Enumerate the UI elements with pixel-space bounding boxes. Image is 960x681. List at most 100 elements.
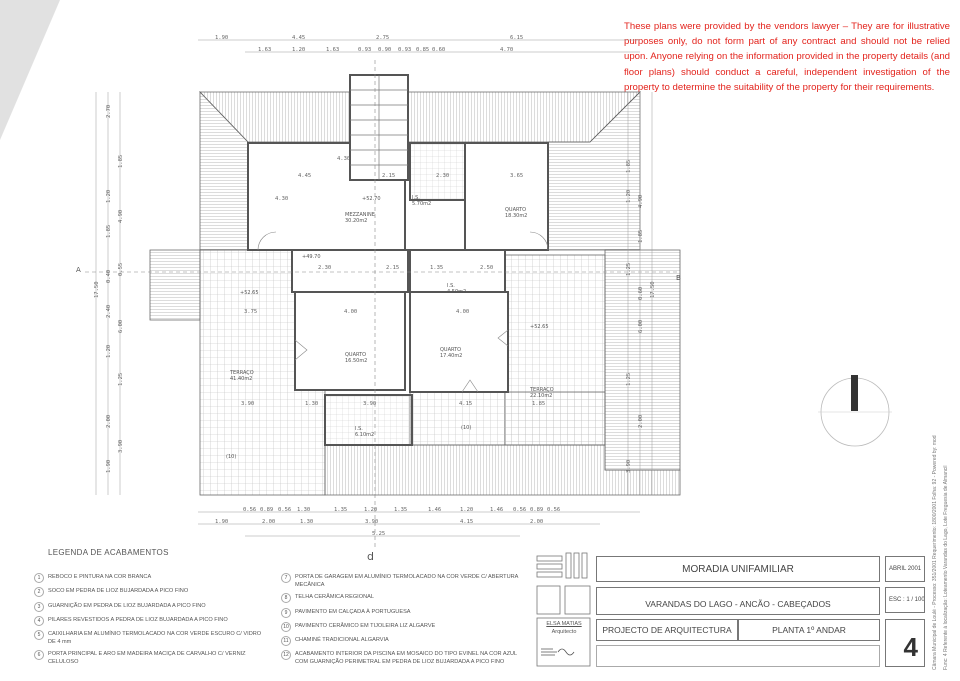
dimension-right: 17.50 — [650, 281, 656, 298]
stamp-line-1: Câmara Municipal de Loulé - Processo: 35… — [932, 435, 938, 670]
room-name: TERRAÇO — [229, 370, 254, 376]
dimension-bottom: 0.56 — [243, 507, 256, 513]
legend-title: LEGENDA DE ACABAMENTOS — [48, 548, 169, 557]
finish-tag: (10) — [226, 454, 236, 460]
dimension-bottom: 1.30 — [300, 519, 313, 525]
dimension-left: 1.85 — [106, 225, 112, 238]
dimension-right: 4.90 — [638, 195, 644, 208]
stamp-line-2: Func: 4 Referente à localização: Loteame… — [943, 465, 949, 670]
dimension-top: 1.63 — [326, 47, 339, 53]
legend-item: 12 ACABAMENTO INTERIOR DA PISCINA EM MOSA… — [281, 650, 533, 666]
dimension-inner: 2.15 — [382, 173, 395, 179]
dimension-inner: 1.30 — [305, 401, 318, 407]
dimension-inner: 1.85 — [532, 401, 545, 407]
dimension-top: 0.93 — [358, 47, 371, 53]
room-area: 30.20m2 — [345, 218, 367, 224]
dimension-right: 0.60 — [638, 287, 644, 300]
level-marker: +52.65 — [240, 290, 259, 296]
legend-text: SOCO EM PEDRA DE LIOZ BUJARDADA A PICO F… — [48, 588, 189, 595]
dimension-inner: 4.30 — [337, 156, 350, 162]
dimension-left: 0.40 — [106, 270, 112, 283]
legend-number: 12 — [281, 650, 291, 661]
room-name: I.S. — [447, 283, 455, 289]
dimension-left: 2.00 — [106, 415, 112, 428]
dimension-inner: 4.45 — [298, 173, 311, 179]
dimension-left: 17.50 — [94, 281, 100, 298]
level-marker: +52.65 — [530, 324, 549, 330]
dimension-inner: 4.00 — [456, 309, 469, 315]
dimension-left: 1.85 — [118, 155, 124, 168]
legend-number: 6 — [34, 650, 44, 661]
dimension-bottom: 1.20 — [364, 507, 377, 513]
legend-text: ACABAMENTO INTERIOR DA PISCINA EM MOSAIC… — [295, 651, 518, 666]
dimension-bottom: 5.25 — [372, 531, 385, 537]
legend-text: GUARNIÇÃO EM PEDRA DE LIOZ BUJARDADA A P… — [48, 602, 206, 609]
finish-tag: (10) — [461, 425, 471, 431]
dimension-top: 0.93 — [398, 47, 411, 53]
dimension-right: 3.90 — [626, 460, 632, 473]
room-wc-lower — [324, 394, 413, 446]
dimension-right: 1.20 — [626, 190, 632, 203]
dimension-inner: 3.65 — [510, 173, 523, 179]
dimension-top: 4.70 — [500, 47, 513, 53]
room-quarto-3 — [409, 291, 509, 393]
dimension-right: 6.00 — [638, 320, 644, 333]
room-area: 16.50m2 — [345, 358, 367, 364]
title-date: ABRIL 2001 — [885, 556, 925, 582]
title-block-marks — [536, 552, 591, 667]
dimension-left: 1.90 — [106, 460, 112, 473]
legend-number: 11 — [281, 636, 291, 647]
legend-text: PILARES REVESTIDOS A PEDRA DE LIOZ BUJAR… — [48, 616, 228, 623]
dimension-left: 0.55 — [118, 263, 124, 276]
dimension-bottom: 0.89 — [530, 507, 543, 513]
dimension-inner: 3.90 — [241, 401, 254, 407]
legend-text: PAVIMENTO EM CALÇADA À PORTUGUESA — [295, 608, 411, 615]
dimension-inner: 2.30 — [318, 265, 331, 271]
legend-text: CAIXILHARIA EM ALUMÍNIO TERMOLACADO NA C… — [48, 631, 262, 646]
dimension-inner: 3.75 — [244, 309, 257, 315]
dimension-inner: 3.90 — [363, 401, 376, 407]
legend-text: CHAMINÉ TRADICIONAL ALGARVIA — [295, 637, 389, 644]
room-labels: MEZZANINE30.20m2QUARTO18.30m2I.S.5.70m2I… — [226, 195, 554, 460]
dimension-bottom: 0.89 — [260, 507, 273, 513]
dimension-top: 0.90 — [378, 47, 391, 53]
roof-hatching — [149, 91, 681, 496]
room-quarto-1 — [464, 142, 549, 251]
dimension-inner: 4.00 — [344, 309, 357, 315]
room-name: QUARTO — [440, 347, 461, 353]
dimension-bottom: 3.90 — [365, 519, 378, 525]
dimension-bottom: 1.46 — [428, 507, 441, 513]
room-name: QUARTO — [345, 352, 366, 358]
dimension-left: 2.40 — [106, 305, 112, 318]
sheet-number: 4 — [885, 619, 925, 667]
dimension-top: 1.90 — [215, 35, 228, 41]
dimension-lines — [95, 39, 653, 537]
dimension-bottom: 1.35 — [394, 507, 407, 513]
legend-text: REBOCO E PINTURA NA COR BRANCA — [48, 574, 152, 580]
legend-number: 10 — [281, 621, 291, 632]
door-swings — [257, 231, 549, 393]
dimension-bottom: 2.00 — [530, 519, 543, 525]
room-area: 22.10m2 — [530, 393, 552, 399]
compass-icon — [818, 375, 892, 447]
dimension-right: 1.85 — [626, 160, 632, 173]
dimension-top: 6.15 — [510, 35, 523, 41]
dimension-top: 1.20 — [292, 47, 305, 53]
room-name: MEZZANINE — [345, 212, 375, 218]
dimension-left: 6.00 — [118, 320, 124, 333]
room-area: 4.50m2 — [447, 289, 466, 295]
legend-number: 8 — [281, 593, 291, 604]
room-name: TERRAÇO — [529, 387, 554, 393]
axis-label-a: A — [76, 266, 81, 274]
dimension-right: 1.25 — [626, 373, 632, 386]
